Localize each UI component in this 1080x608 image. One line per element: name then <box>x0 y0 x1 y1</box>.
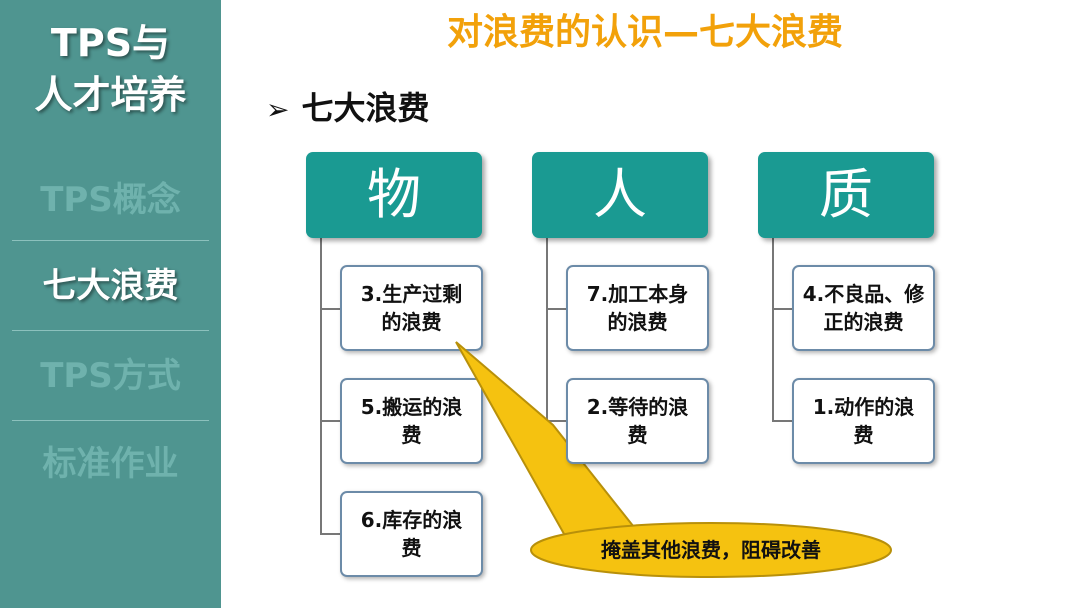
tree-connector <box>546 420 566 422</box>
sidebar-title-line2: 人才培养 <box>34 73 187 117</box>
waste-item-overproduction: 3.生产过剩 的浪费 <box>340 265 483 351</box>
tree-connector <box>320 308 340 310</box>
waste-item-motion: 1.动作的浪 费 <box>792 378 935 464</box>
nav-item-seven-wastes[interactable]: 七大浪费 <box>42 266 179 306</box>
waste-item-transport: 5.搬运的浪 费 <box>340 378 483 464</box>
waste-item-processing: 7.加工本身 的浪费 <box>566 265 709 351</box>
tree-connector <box>546 238 548 422</box>
category-box-people: 人 <box>532 152 708 238</box>
tree-connector <box>320 533 340 535</box>
category-box-quality: 质 <box>758 152 934 238</box>
nav-item-tps-method[interactable]: TPS方式 <box>40 356 181 396</box>
tree-connector <box>772 238 774 422</box>
nav-item-standard-work[interactable]: 标准作业 <box>42 444 179 484</box>
waste-item-inventory: 6.库存的浪 费 <box>340 491 483 577</box>
waste-item-defects: 4.不良品、修 正的浪费 <box>792 265 935 351</box>
nav-divider <box>12 240 209 241</box>
tree-connector <box>320 420 340 422</box>
waste-item-waiting: 2.等待的浪 费 <box>566 378 709 464</box>
page-title: 对浪费的认识—七大浪费 <box>446 12 843 53</box>
section-heading: ➢ 七大浪费 <box>266 86 429 130</box>
tree-connector <box>772 420 792 422</box>
nav-item-tps-concept[interactable]: TPS概念 <box>40 180 181 220</box>
callout-ellipse <box>530 522 892 578</box>
section-heading-text: 七大浪费 <box>301 89 430 127</box>
nav-divider <box>12 330 209 331</box>
tree-connector <box>772 308 792 310</box>
callout-text: 掩盖其他浪费，阻碍改善 <box>601 538 821 562</box>
sidebar-title-line1: TPS与 <box>50 21 171 65</box>
tree-connector <box>320 238 322 534</box>
nav-divider <box>12 420 209 421</box>
category-box-material: 物 <box>306 152 482 238</box>
arrow-bullet-icon: ➢ <box>266 93 290 126</box>
sidebar: TPS与 人才培养 TPS概念 七大浪费 TPS方式 标准作业 <box>0 0 221 608</box>
tree-connector <box>546 308 566 310</box>
